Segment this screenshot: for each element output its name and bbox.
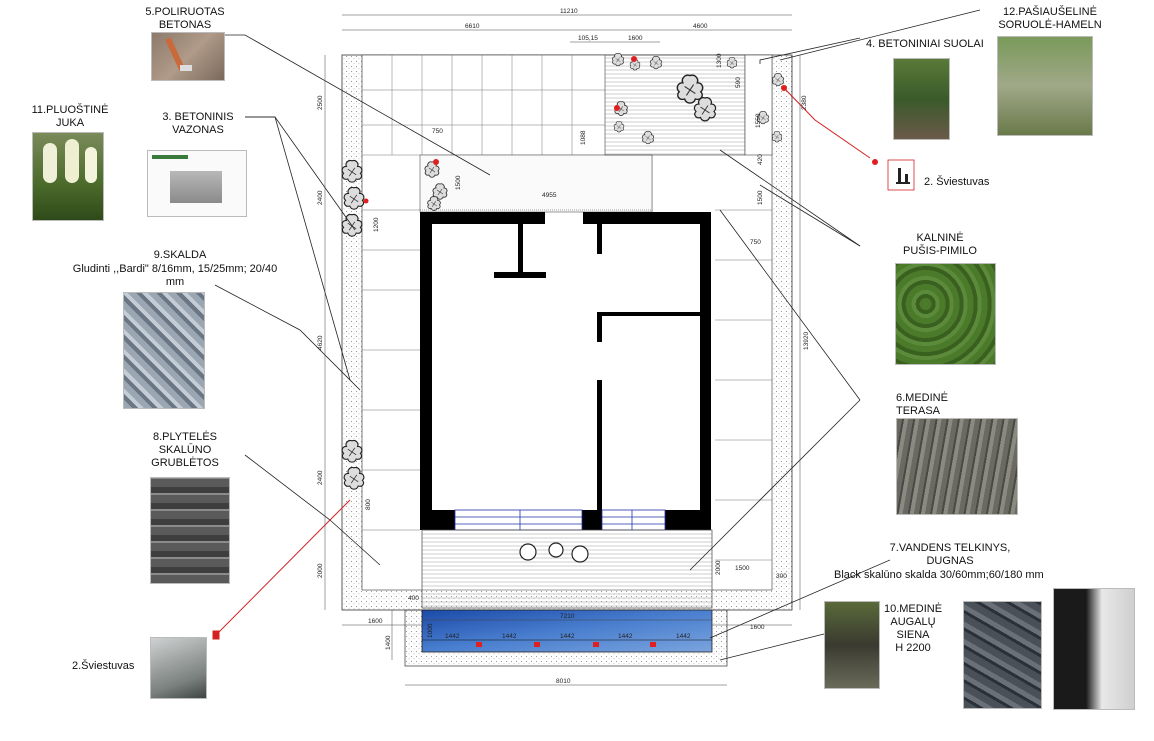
dim-2000b: 2000 [715,560,722,575]
dim-1500c: 1500 [757,190,764,205]
label-pond-title: 7.VANDENS TELKINYS, DUGNAS [889,542,1011,567]
photo-yucca [32,132,104,221]
dim-1600b: 1600 [368,618,383,625]
photo-grass [997,36,1093,136]
label-yucca: 11.PLUOŠTINĖ JUKA [31,104,109,129]
dim-top-right: 4600 [693,23,708,30]
label-pine: KALNINĖ PUŠIS-PIMILO [903,232,977,257]
deck-chairs [519,542,589,563]
dim-1600c: 1600 [750,624,765,631]
label-tiles: 8.PLYTELĖS SKALŪNO GRUBLĖTOS [151,431,219,469]
photo-gravel [123,292,205,409]
label-gravel-desc: Gludinti ,,Bardi" 8/16mm, 15/25mm; 20/40… [72,263,278,288]
dim-750b: 750 [750,239,761,246]
label-benches: 4. BETONINIAI SUOLAI [866,38,984,50]
dim-1000: 1000 [427,623,434,638]
photo-tiles [150,477,230,584]
right-strip [744,54,773,156]
dim-1442-3: 1442 [560,633,575,640]
dim-105: 105,15 [578,35,598,42]
photo-pond [1053,588,1135,710]
lamps [363,56,878,204]
dim-2500: 2500 [317,95,324,110]
label-light-left: 2.Šviestuvas [72,660,135,672]
photo-polished-concrete [151,32,225,81]
dim-1442-4: 1442 [618,633,633,640]
photo-light-left [150,637,207,699]
dim-2400b: 2400 [317,470,324,485]
dim-420: 420 [757,154,764,165]
dim-1442-2: 1442 [502,633,517,640]
lamp-icon [896,168,910,184]
dim-1442-5: 1442 [676,633,691,640]
label-wall: 10.MEDINĖ AUGALŲ SIENA H 2200 [883,603,943,654]
dim-4620: 4620 [317,335,324,350]
dim-750a: 750 [432,128,443,135]
dimension-lines [324,14,801,686]
dim-1400: 1400 [385,635,392,650]
dim-1600: 1600 [628,35,643,42]
label-planter: 3. BETONINIS VAZONAS [162,111,234,136]
dim-13920: 13920 [803,332,810,350]
dim-1442-1: 1442 [445,633,460,640]
photo-pond-stones [963,601,1042,709]
dim-2400a: 2400 [317,190,324,205]
dim-1300: 1300 [716,53,723,68]
dim-300: 300 [776,573,787,580]
label-deck: 6.MEDINĖ TERASA [896,392,948,417]
photo-planter [147,150,247,217]
dim-top-left: 6610 [465,23,480,30]
label-gravel-title: 9.SKALDA [153,249,207,261]
photo-pine [895,263,996,365]
dim-1200: 1200 [373,217,380,232]
dim-4955: 4955 [542,192,557,199]
dim-2380: 2380 [801,95,808,110]
house [420,212,711,530]
label-polished-concrete: 5.POLIRUOTAS BETONAS [145,6,225,31]
photo-benches [893,58,950,140]
photo-deck [896,418,1018,515]
dim-7210: 7210 [560,613,575,620]
wooden-deck [421,529,713,609]
label-light-right: 2. Šviestuvas [924,176,990,188]
dim-2000a: 2000 [317,563,324,578]
dim-top-total: 11210 [560,8,578,15]
label-pond-desc: Black skalūno skalda 30/60mm;60/180 mm [834,569,1044,581]
photo-wall [824,601,880,689]
dimension-texts: 11210 6610 4600 105,15 1600 750 1500 495… [317,8,810,685]
top-terrace [604,54,746,156]
dim-400: 400 [408,595,419,602]
dim-1500: 1500 [455,175,462,190]
label-grass: 12.PAŠIAUŠELINĖ SORUOLĖ-HAMELN [998,6,1102,31]
pond [404,609,728,667]
dim-1500b: 1500 [735,565,750,572]
dim-1088: 1088 [580,130,587,145]
tile-grid [361,55,772,590]
dim-8010: 8010 [556,678,571,685]
dim-590: 590 [735,77,742,88]
dim-800: 800 [365,499,372,510]
dim-1550: 1550 [755,113,762,128]
